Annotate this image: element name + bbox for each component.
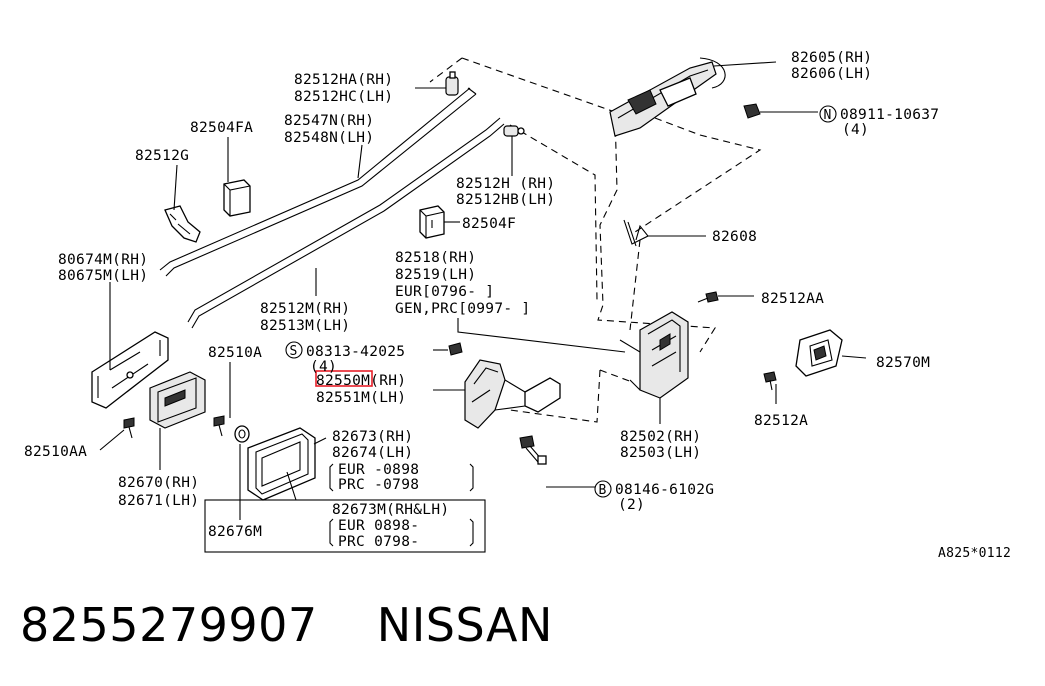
brand-name: NISSAN xyxy=(376,598,553,652)
label-82512H: 82512H (RH) xyxy=(456,176,555,192)
label-08313-qty: (4) xyxy=(310,359,337,375)
bracket-80674M xyxy=(91,331,169,409)
label-82676M: 82676M xyxy=(208,524,262,540)
rod-82608 xyxy=(623,219,649,247)
label-82548N: 82548N(LH) xyxy=(284,130,374,146)
label-82504FA: 82504FA xyxy=(190,120,253,136)
label-82670: 82670(RH) xyxy=(118,475,199,491)
escutcheon-82673 xyxy=(247,427,316,501)
label-08146: 08146-6102G xyxy=(615,482,714,498)
label-82671: 82671(LH) xyxy=(118,493,199,509)
block-82504F xyxy=(419,205,445,239)
label-82673: 82673(RH) xyxy=(332,429,413,445)
label-82519: 82519(LH) xyxy=(395,267,476,283)
figure-reference: A825*0112 xyxy=(938,546,1011,561)
remote-control-82550M xyxy=(448,342,561,429)
label-08313: 08313-42025 xyxy=(306,344,405,360)
label-82512HC: 82512HC(LH) xyxy=(294,89,393,105)
label-82503: 82503(LH) xyxy=(620,445,701,461)
symbol-b-circle: B xyxy=(594,480,612,498)
callout-labels: 82512HA(RH) 82512HC(LH) 82504FA 82547N(R… xyxy=(24,50,1011,561)
svg-text:N: N xyxy=(824,108,832,123)
bracket-82512G xyxy=(164,205,201,243)
label-82550M: 82550M(RH) xyxy=(316,373,406,389)
label-82510AA: 82510AA xyxy=(24,444,87,460)
label-82512G: 82512G xyxy=(135,148,189,164)
label-82502: 82502(RH) xyxy=(620,429,701,445)
label-82512HA: 82512HA(RH) xyxy=(294,72,393,88)
label-08146-qty: (2) xyxy=(618,497,645,513)
svg-text:S: S xyxy=(290,344,298,359)
inside-handle-82670 xyxy=(149,371,206,429)
label-82551M: 82551M(LH) xyxy=(316,390,406,406)
box-82676M xyxy=(204,499,486,553)
lock-rod-82547N xyxy=(159,87,477,277)
label-prc-0798-end: PRC -0798 xyxy=(338,477,419,493)
label-82512A: 82512A xyxy=(754,413,808,429)
label-82504F: 82504F xyxy=(462,216,516,232)
label-82512HB: 82512HB(LH) xyxy=(456,192,555,208)
screw-82510AA xyxy=(123,417,135,439)
label-82513M: 82513M(LH) xyxy=(260,318,350,334)
highlight-box xyxy=(315,370,373,387)
label-82547N: 82547N(RH) xyxy=(284,113,374,129)
label-82570M: 82570M xyxy=(876,355,930,371)
cable-82512M xyxy=(187,117,505,329)
symbol-n-circle: N xyxy=(819,105,837,123)
label-prc-0798-start: PRC 0798- xyxy=(338,534,419,550)
label-82674: 82674(LH) xyxy=(332,445,413,461)
note-brackets xyxy=(329,463,474,547)
label-82606: 82606(LH) xyxy=(791,66,872,82)
bolt-08146 xyxy=(519,435,547,465)
screw-82512A xyxy=(763,371,777,391)
label-eur-0796: EUR[0796- ] xyxy=(395,284,494,300)
block-82504FA xyxy=(223,179,251,217)
label-82605: 82605(RH) xyxy=(791,50,872,66)
door-outline xyxy=(429,57,762,423)
label-82512M: 82512M(RH) xyxy=(260,301,350,317)
footer: 8255279907 NISSAN xyxy=(20,598,553,658)
striker-82570M xyxy=(795,329,843,377)
label-eur-0898-start: EUR 0898- xyxy=(338,518,419,534)
label-82512AA: 82512AA xyxy=(761,291,824,307)
svg-text:B: B xyxy=(599,483,607,498)
grommet-82676M xyxy=(234,425,250,443)
label-82518: 82518(RH) xyxy=(395,250,476,266)
door-lock-82502 xyxy=(619,311,689,399)
part-number: 8255279907 xyxy=(20,598,318,652)
nut-08911 xyxy=(743,103,761,119)
clip-82512HA xyxy=(445,71,459,96)
symbol-s-circle: S xyxy=(285,341,303,359)
label-gen-prc-0997: GEN,PRC[0997- ] xyxy=(395,301,530,317)
screw-82510A xyxy=(213,415,225,437)
leader-lines xyxy=(99,61,867,520)
label-08911-qty: (4) xyxy=(842,122,869,138)
label-82510A: 82510A xyxy=(208,345,262,361)
label-80674M: 80674M(RH) xyxy=(58,252,148,268)
clip-82512H xyxy=(503,125,525,137)
screw-82512AA xyxy=(697,291,719,303)
label-eur-0898-end: EUR -0898 xyxy=(338,462,419,478)
label-82608: 82608 xyxy=(712,229,757,245)
label-08911: 08911-10637 xyxy=(840,107,939,123)
label-82673M: 82673M(RH&LH) xyxy=(332,502,449,518)
outside-handle-82605 xyxy=(609,57,726,137)
label-80675M: 80675M(LH) xyxy=(58,268,148,284)
